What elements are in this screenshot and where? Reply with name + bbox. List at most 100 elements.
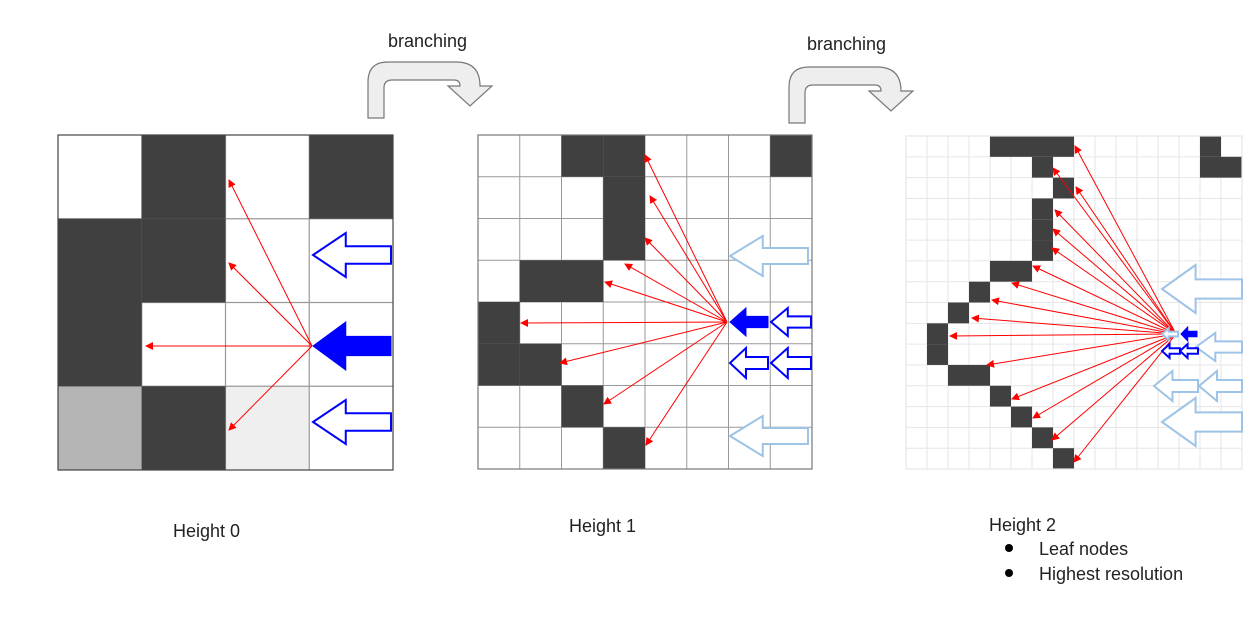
bullet-text: Leaf nodes [1039, 539, 1129, 559]
cell-occupied [519, 343, 562, 386]
direction-arrow-icon [1160, 325, 1179, 343]
cell-occupied [1032, 198, 1053, 220]
direction-arrow-icon [769, 345, 812, 381]
branching-label-2: branching [807, 34, 887, 54]
cell-occupied [1053, 177, 1074, 199]
ray-arrow [1052, 167, 1177, 335]
ray-arrow [1054, 209, 1177, 335]
cell-occupied [603, 218, 645, 261]
bullet-dot-icon [1005, 569, 1013, 578]
ray-arrow [1074, 145, 1177, 335]
cell-occupied [1011, 260, 1032, 282]
ray-arrow [603, 321, 728, 405]
cell-occupied [58, 302, 142, 387]
cell-occupied [141, 218, 226, 303]
ray-arrow [645, 321, 728, 446]
cell-occupied [1053, 136, 1074, 157]
cell-occupied [770, 135, 812, 177]
cell-occupied [1200, 156, 1221, 178]
cell-occupied [519, 260, 562, 302]
ray-arrow [1011, 281, 1177, 335]
ray-arrow [1052, 228, 1177, 335]
ray-arrow [949, 331, 1177, 340]
ray-arrow [971, 314, 1177, 335]
ray-arrow [644, 154, 728, 323]
grid-border [905, 135, 1243, 470]
height-0-label: Height 0 [173, 521, 241, 541]
ray-arrow [604, 280, 728, 323]
direction-arrow-icon [1160, 263, 1243, 315]
ray-origin-arrow-icon [729, 306, 769, 338]
rays-height-0 [145, 179, 313, 431]
cell-occupied [141, 135, 226, 219]
cell-occupied [603, 135, 645, 177]
ray-arrow [228, 179, 313, 347]
cell-occupied [1032, 156, 1053, 178]
cell-occupied [1032, 219, 1053, 241]
direction-arrow-icon [1160, 396, 1243, 448]
cell-occupied [478, 343, 520, 386]
cell-partial [58, 386, 142, 470]
grid-border [477, 134, 813, 470]
cell-occupied [141, 386, 226, 470]
cell-occupied [309, 135, 393, 219]
cell-occupied [1032, 136, 1053, 157]
direction-arrow-icon [311, 398, 392, 446]
ray-arrow [644, 237, 728, 323]
grid-height1 [477, 134, 813, 470]
ray-arrow [986, 333, 1177, 368]
cell-occupied [969, 281, 990, 303]
ray-arrow [649, 195, 728, 323]
cell-occupied [927, 344, 948, 365]
cell-occupied [58, 218, 142, 303]
cell-occupied [603, 427, 645, 469]
cell-occupied [1011, 406, 1032, 428]
cell-light [225, 386, 310, 470]
branching-arrow-icon [367, 61, 494, 119]
ray-arrow [520, 318, 728, 327]
cell-occupied [1053, 448, 1074, 469]
height-2-label: Height 2 [989, 515, 1057, 535]
ray-origin-arrow-icon [1180, 325, 1198, 343]
cell-occupied [948, 364, 969, 386]
grid-height0 [57, 134, 394, 471]
direction-arrow-icon [728, 234, 809, 278]
cell-occupied [969, 364, 990, 386]
bullet-highest-resolution: Highest resolution [1005, 564, 1183, 585]
direction-arrow-icon [1178, 341, 1199, 361]
ray-arrow [1073, 333, 1177, 463]
direction-arrow-icon [728, 345, 769, 381]
direction-arrow-icon [311, 231, 392, 279]
cell-occupied [948, 302, 969, 324]
direction-arrow-icon [1197, 368, 1243, 404]
ray-arrow [228, 345, 313, 431]
cell-occupied [990, 260, 1011, 282]
bullet-text: Highest resolution [1039, 564, 1184, 584]
ray-arrow [991, 297, 1177, 335]
cell-occupied [1221, 156, 1242, 178]
ray-arrow [624, 263, 728, 323]
ray-arrow [1032, 333, 1177, 419]
branching-label-1: branching [388, 31, 468, 51]
cell-occupied [561, 385, 604, 428]
ray-origin-arrow-icon [312, 321, 392, 371]
ray-arrow [559, 321, 728, 366]
rays-height-1 [520, 154, 728, 446]
cell-occupied [1032, 240, 1053, 261]
ray-arrow [1011, 333, 1177, 401]
cell-occupied [561, 135, 604, 177]
branching-arrow-icon [788, 66, 915, 124]
height-1-label: Height 1 [569, 516, 637, 536]
cell-occupied [478, 302, 520, 344]
cell-occupied [1032, 427, 1053, 449]
direction-arrow-icon [728, 414, 809, 458]
cell-occupied [1200, 136, 1221, 157]
direction-arrow-icon [769, 305, 812, 339]
bullet-leaf-nodes: Leaf nodes [1005, 539, 1128, 560]
ray-arrow [1051, 333, 1177, 441]
bullet-dot-icon [1005, 544, 1013, 553]
cell-occupied [927, 323, 948, 345]
cell-occupied [990, 136, 1011, 157]
ray-arrow [1032, 265, 1177, 335]
